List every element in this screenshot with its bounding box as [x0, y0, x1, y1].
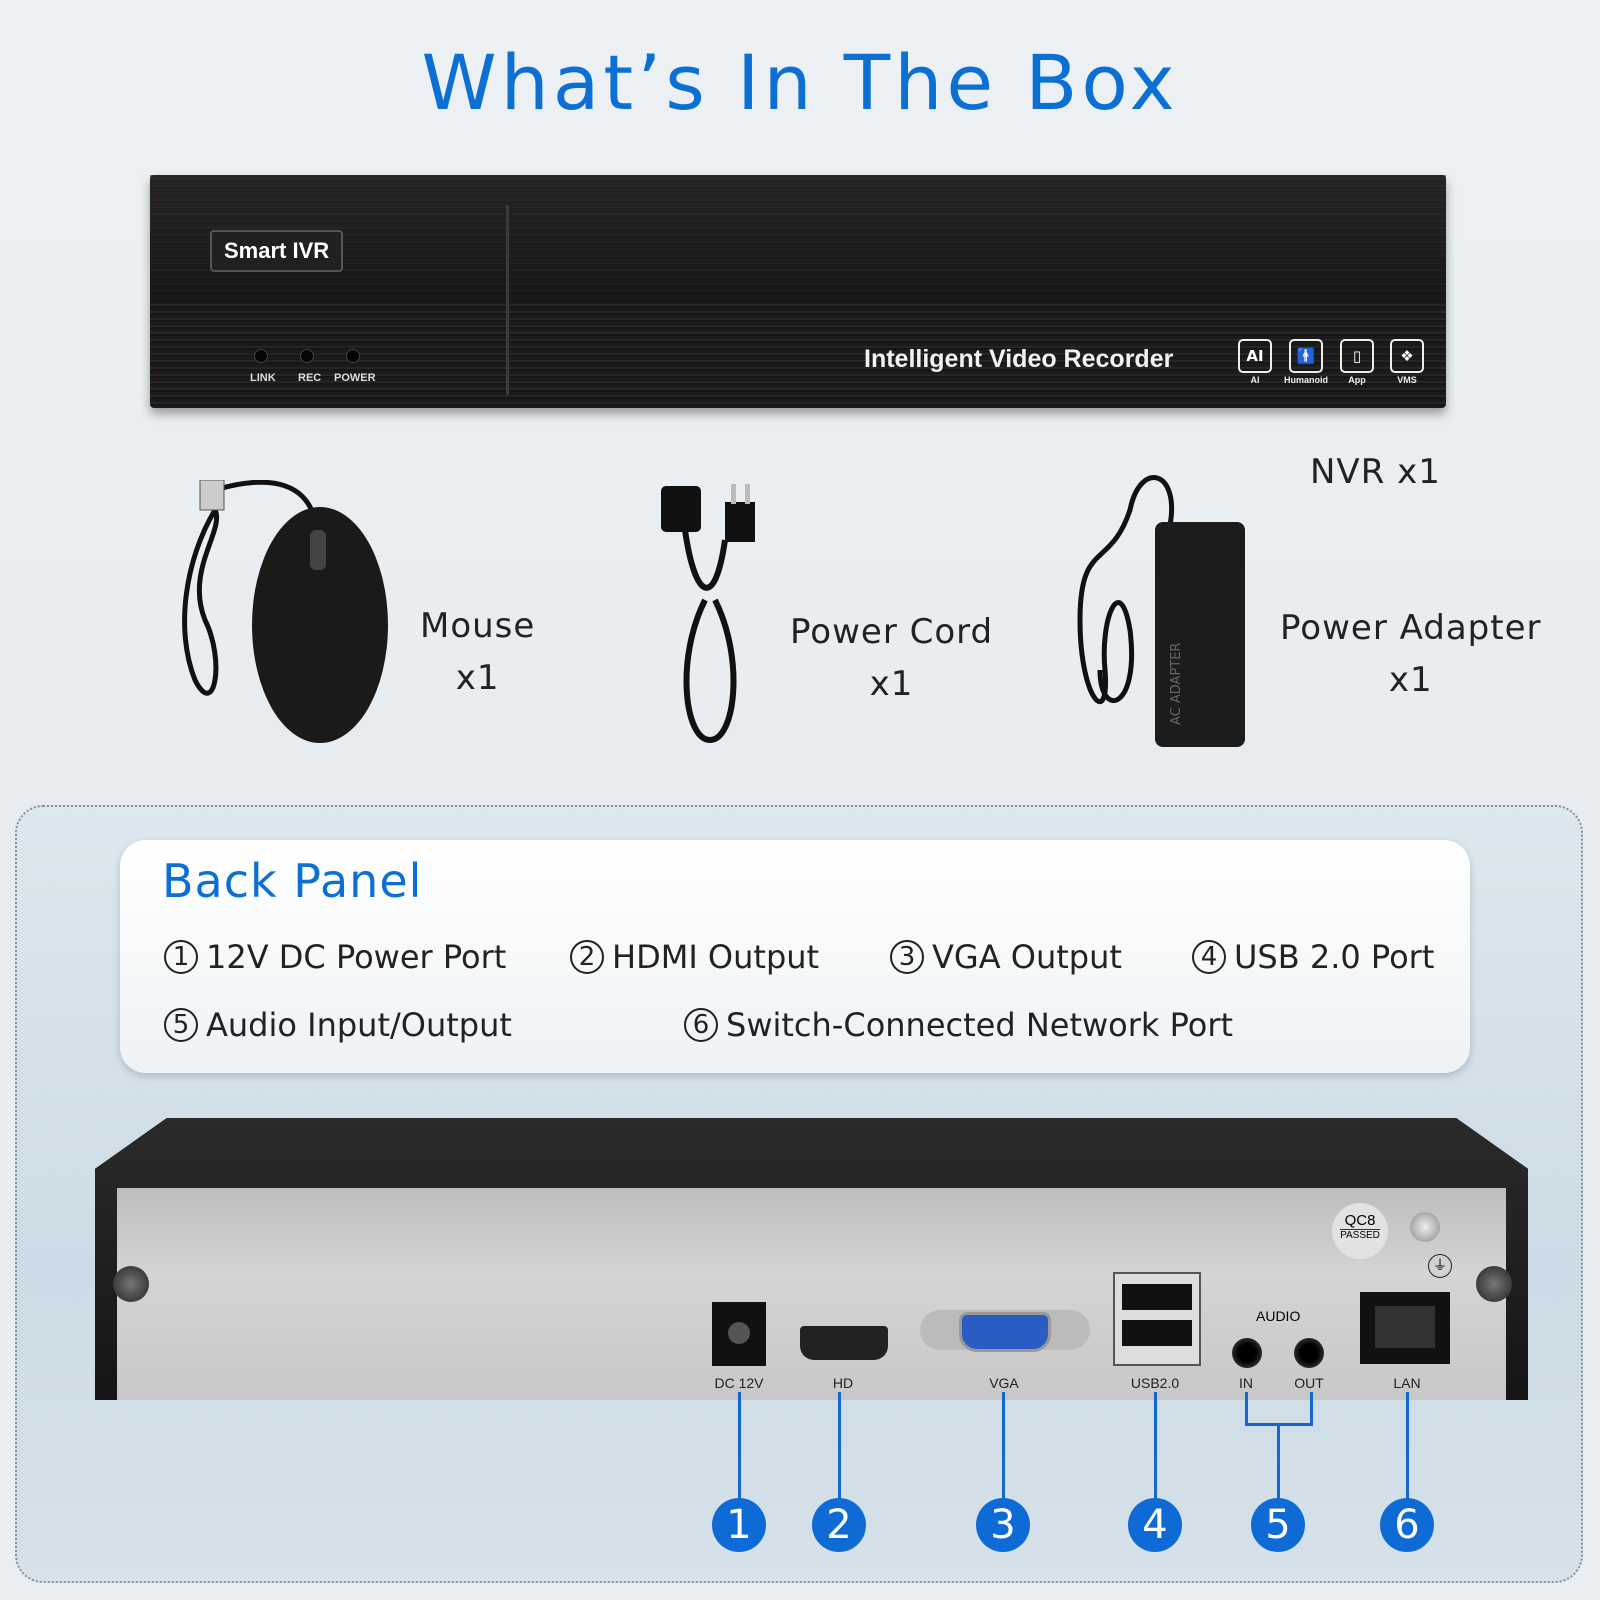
- feature-label: Humanoid: [1284, 375, 1328, 385]
- legend-number: 4: [1192, 940, 1226, 974]
- legend-number: 5: [164, 1008, 198, 1042]
- accessory-qty: x1: [1388, 660, 1433, 700]
- nvr-rear-plate: [117, 1188, 1506, 1400]
- adapter-print: AC ADAPTER: [1169, 643, 1184, 725]
- callout-number: 4: [1128, 1498, 1182, 1552]
- callout-number: 2: [812, 1498, 866, 1552]
- nvr-top-band: [150, 175, 1446, 303]
- port-label-dc: DC 12V: [714, 1375, 764, 1391]
- accessory-power-cord: Power Cord x1: [790, 606, 993, 710]
- qc-sticker: QC8 PASSED: [1332, 1203, 1388, 1259]
- screw-icon: [113, 1266, 149, 1302]
- hdmi-port: [800, 1326, 888, 1360]
- led-label: POWER: [334, 372, 376, 384]
- led-link: [254, 349, 268, 363]
- port-label-vga: VGA: [989, 1375, 1019, 1391]
- callout-line: [738, 1392, 741, 1502]
- callout-bracket: [1245, 1392, 1313, 1426]
- nvr-caption: NVR x1: [1310, 452, 1441, 492]
- usb-ports: [1113, 1272, 1201, 1366]
- audio-out-jack: [1294, 1338, 1324, 1368]
- qc-status: PASSED: [1340, 1230, 1380, 1241]
- feature-label: AI: [1250, 375, 1260, 385]
- legend-number: 3: [890, 940, 924, 974]
- network-icon: ❖: [1390, 339, 1424, 373]
- port-label-out: OUT: [1294, 1375, 1324, 1391]
- phone-icon: ▯: [1340, 339, 1374, 373]
- port-label-in: IN: [1239, 1375, 1253, 1391]
- callout-number: 3: [976, 1498, 1030, 1552]
- feature-label: App: [1348, 375, 1366, 385]
- callout-number: 5: [1251, 1498, 1305, 1552]
- dc-power-port: [712, 1302, 766, 1366]
- nvr-brand-badge: Smart IVR: [210, 230, 344, 272]
- vga-port: [920, 1310, 1090, 1352]
- legend-number: 6: [684, 1008, 718, 1042]
- led-label: REC: [298, 372, 322, 384]
- callout-line: [1277, 1426, 1280, 1502]
- callout-line: [838, 1392, 841, 1502]
- nvr-front: Smart IVR LINK REC POWER Intelligent Vid…: [150, 175, 1446, 408]
- nvr-divider: [506, 205, 509, 395]
- port-label-lan: LAN: [1393, 1375, 1421, 1391]
- audio-in-jack: [1232, 1338, 1262, 1368]
- port-label-usb: USB2.0: [1130, 1375, 1180, 1391]
- accessory-name: Power Adapter: [1280, 608, 1542, 648]
- page-title: What’s In The Box: [421, 38, 1179, 127]
- callout-line: [1154, 1392, 1157, 1502]
- power-cord-image: [661, 484, 755, 744]
- callout-line: [1406, 1392, 1409, 1502]
- humanoid-icon: 🚹: [1289, 339, 1323, 373]
- accessory-mouse: Mouse x1: [420, 600, 535, 704]
- ground-screw-icon: [1410, 1212, 1440, 1242]
- callout-number: 6: [1380, 1498, 1434, 1552]
- accessory-name: Mouse: [420, 606, 536, 646]
- ground-symbol-icon: ⏚: [1428, 1254, 1452, 1278]
- mouse-image: [182, 480, 388, 743]
- legend-label: Audio Input/Output: [206, 1006, 512, 1044]
- feature-label: VMS: [1397, 375, 1417, 385]
- legend-label: VGA Output: [932, 938, 1122, 976]
- ai-chip-icon: AI: [1238, 339, 1272, 373]
- led-rec: [300, 349, 314, 363]
- legend-number: 2: [570, 940, 604, 974]
- screw-icon: [1476, 1266, 1512, 1302]
- back-panel-title: Back Panel: [162, 854, 423, 908]
- port-label-hd: HD: [832, 1375, 854, 1391]
- legend-label: USB 2.0 Port: [1234, 938, 1435, 976]
- accessory-qty: x1: [869, 664, 914, 704]
- accessory-power-adapter: Power Adapter x1: [1280, 602, 1542, 706]
- led-label: LINK: [250, 372, 276, 384]
- legend-label: Switch-Connected Network Port: [726, 1006, 1234, 1044]
- legend-label: HDMI Output: [612, 938, 820, 976]
- led-power: [346, 349, 360, 363]
- qc-code: QC8: [1340, 1212, 1380, 1230]
- accessory-qty: x1: [455, 658, 500, 698]
- callout-number: 1: [712, 1498, 766, 1552]
- audio-label: AUDIO: [1256, 1308, 1301, 1324]
- legend-number: 1: [164, 940, 198, 974]
- nvr-tagline: Intelligent Video Recorder: [864, 345, 1174, 373]
- accessory-name: Power Cord: [790, 612, 994, 652]
- legend-label: 12V DC Power Port: [206, 938, 507, 976]
- callout-line: [1002, 1392, 1005, 1502]
- power-adapter-image: AC ADAPTER: [1077, 475, 1245, 747]
- lan-port: [1360, 1292, 1450, 1364]
